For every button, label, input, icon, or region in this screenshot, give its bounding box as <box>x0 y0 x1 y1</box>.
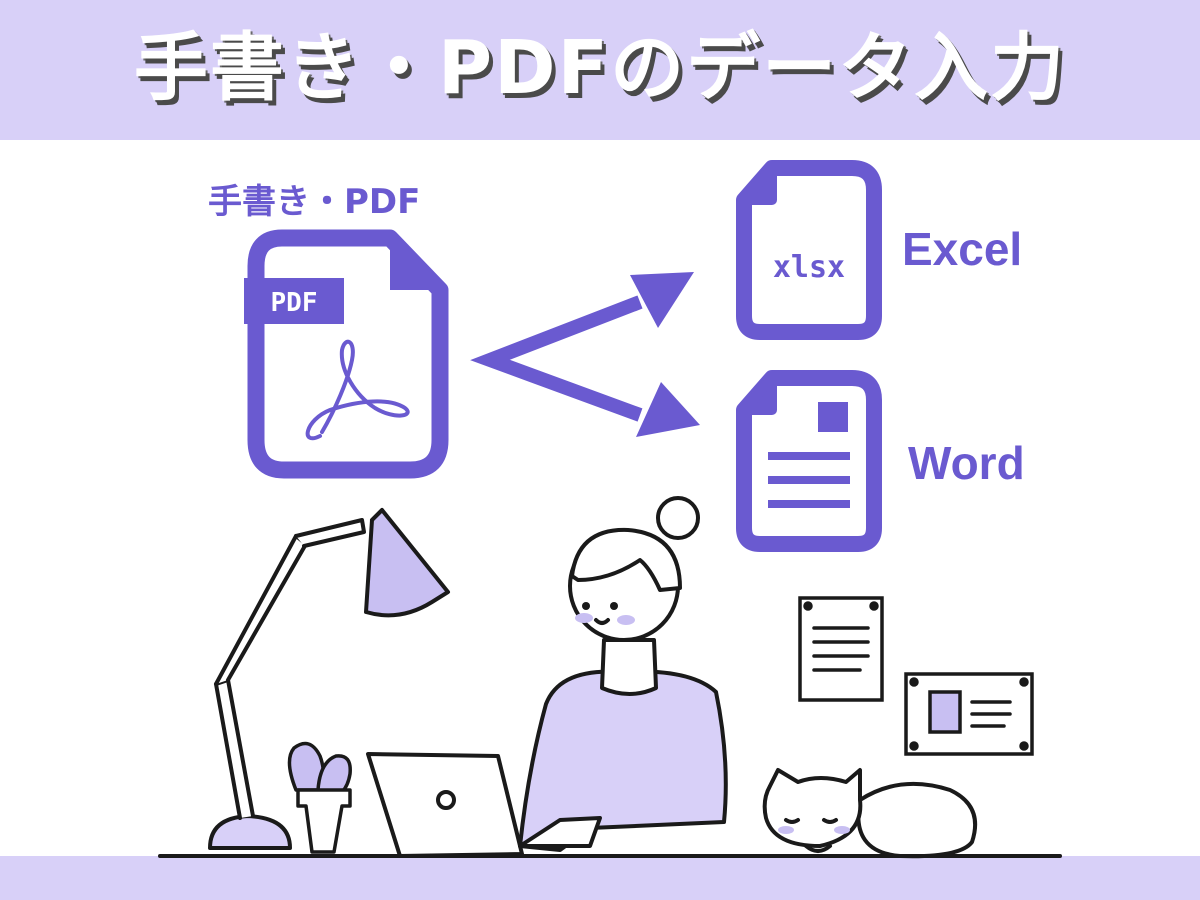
footer-band <box>0 856 1200 900</box>
acrobat-logo-icon <box>305 339 410 441</box>
word-file-icon <box>736 370 882 552</box>
pdf-badge <box>244 278 344 324</box>
pdf-file-icon: PDF <box>244 229 449 479</box>
source-label: 手書き・PDF <box>208 182 421 222</box>
excel-label: Excel <box>902 223 1023 275</box>
excel-file-icon: xlsx <box>736 160 882 340</box>
wall-card-icon <box>904 672 1034 756</box>
desk-lamp-icon <box>208 508 450 850</box>
laptop-icon <box>366 752 524 858</box>
xlsx-badge-text: xlsx <box>773 250 845 285</box>
conversion-arrows-icon <box>470 272 700 437</box>
cat-icon <box>762 768 978 859</box>
page-title: 手書き・PDFのデータ入力 <box>133 25 1067 111</box>
cactus-plant-icon <box>287 741 352 854</box>
wall-note-icon <box>798 596 884 702</box>
person-illustration <box>518 496 728 852</box>
pdf-badge-text: PDF <box>271 288 318 318</box>
title-banner <box>0 0 1200 140</box>
word-label: Word <box>908 437 1025 489</box>
